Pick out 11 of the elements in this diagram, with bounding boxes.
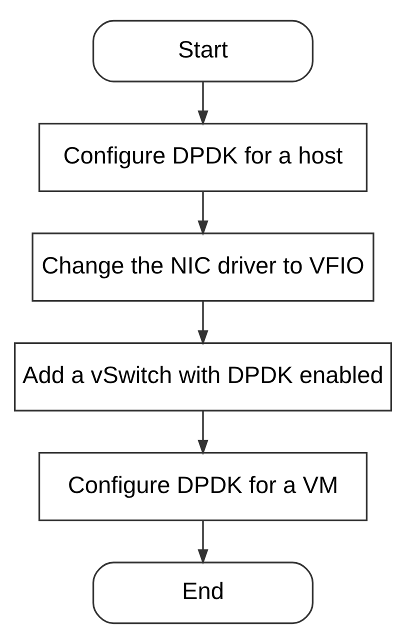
node-box: End (92, 561, 314, 624)
arrow (198, 410, 208, 455)
node-box: Add a vSwitch with DPDK enabled (14, 342, 392, 411)
arrow (198, 82, 208, 126)
node-box: Configure DPDK for a VM (38, 451, 368, 521)
arrow (198, 191, 208, 236)
node-box: Start (92, 19, 314, 82)
arrow (198, 300, 208, 345)
node-box: Configure DPDK for a host (38, 122, 368, 192)
node-box: Change the NIC driver to VFIO (32, 232, 374, 302)
arrow (198, 520, 208, 564)
